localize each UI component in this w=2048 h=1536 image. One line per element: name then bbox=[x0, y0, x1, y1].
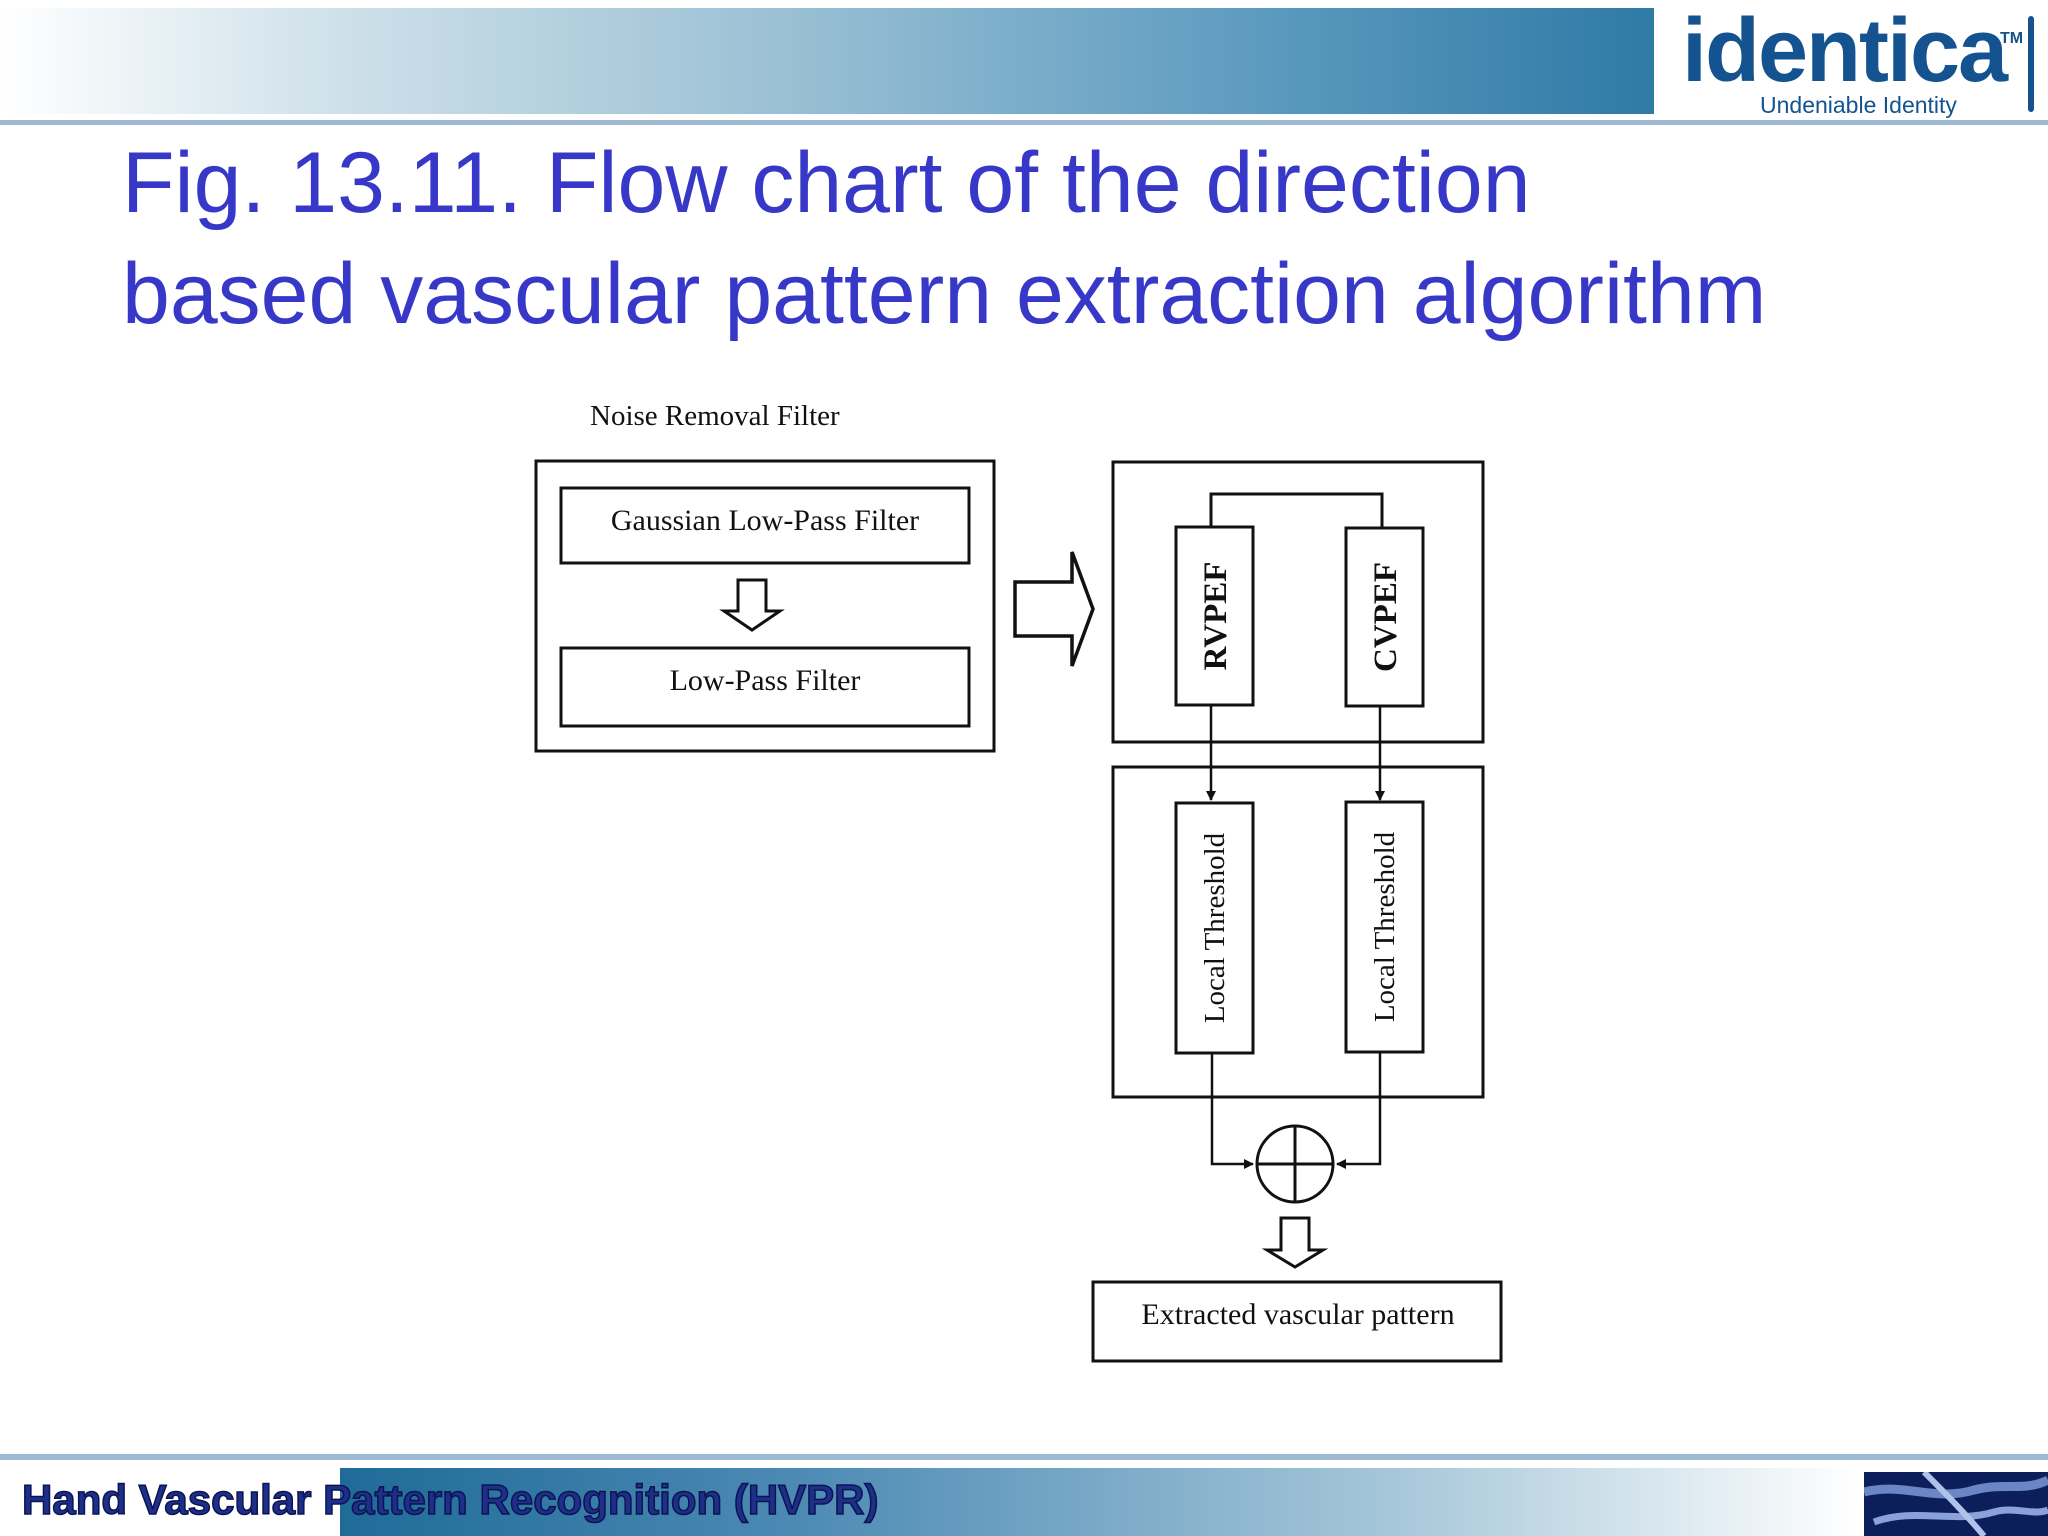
filter-connector-line bbox=[1209, 492, 1384, 527]
slide-title: Fig. 13.11. Flow chart of the direction … bbox=[122, 128, 1982, 350]
logo-edge-mark bbox=[2028, 16, 2034, 112]
slide-title-line-2: based vascular pattern extraction algori… bbox=[122, 246, 1767, 342]
logo-wordmark: identica bbox=[1682, 1, 2008, 101]
cvpef-box bbox=[1344, 526, 1425, 708]
slide-title-line-1: Fig. 13.11. Flow chart of the direction bbox=[122, 135, 1531, 231]
rvpef-label: RVPEF bbox=[1198, 562, 1234, 671]
left-to-sum-arrow bbox=[1210, 1053, 1254, 1169]
down-arrow-icon bbox=[719, 578, 785, 632]
gaussian-filter-box bbox=[559, 486, 971, 565]
rvpef-box bbox=[1174, 525, 1255, 707]
sum-circle-icon bbox=[1255, 1124, 1335, 1204]
identica-logo: identica TM Undeniable Identity bbox=[1664, 1, 2048, 118]
logo-tagline: Undeniable Identity bbox=[1760, 92, 1957, 118]
cvpef-label: CVPEF bbox=[1368, 562, 1404, 672]
down-arrow-output-icon bbox=[1261, 1216, 1329, 1269]
logo-trademark: TM bbox=[2000, 30, 2024, 47]
right-arrow-icon bbox=[1013, 551, 1095, 667]
right-to-sum-arrow bbox=[1336, 1052, 1382, 1169]
header-divider bbox=[0, 120, 2048, 125]
local-threshold-left-label: Local Threshold bbox=[1199, 832, 1231, 1023]
hand-vein-thumbnail bbox=[1864, 1472, 2048, 1536]
local-threshold-left-box bbox=[1174, 801, 1255, 1055]
direction-filter-group-box bbox=[1111, 460, 1485, 744]
gaussian-filter-label: Gaussian Low-Pass Filter bbox=[611, 504, 919, 537]
extracted-pattern-label: Extracted vascular pattern bbox=[1141, 1298, 1454, 1331]
low-pass-filter-box bbox=[559, 646, 971, 728]
local-threshold-right-label: Local Threshold bbox=[1369, 831, 1401, 1022]
footer-divider bbox=[0, 1454, 2048, 1460]
low-pass-filter-label: Low-Pass Filter bbox=[670, 664, 861, 697]
threshold-group-box bbox=[1111, 765, 1485, 1099]
footer-gradient-bar bbox=[340, 1468, 1860, 1536]
extracted-pattern-box bbox=[1091, 1280, 1503, 1363]
noise-removal-group-box bbox=[534, 459, 996, 753]
header-gradient-bar bbox=[0, 8, 1654, 114]
footer-title: Hand Vascular Pattern Recognition (HVPR) bbox=[21, 1475, 879, 1524]
local-threshold-right-box bbox=[1344, 800, 1425, 1054]
noise-removal-filter-label: Noise Removal Filter bbox=[590, 400, 840, 432]
